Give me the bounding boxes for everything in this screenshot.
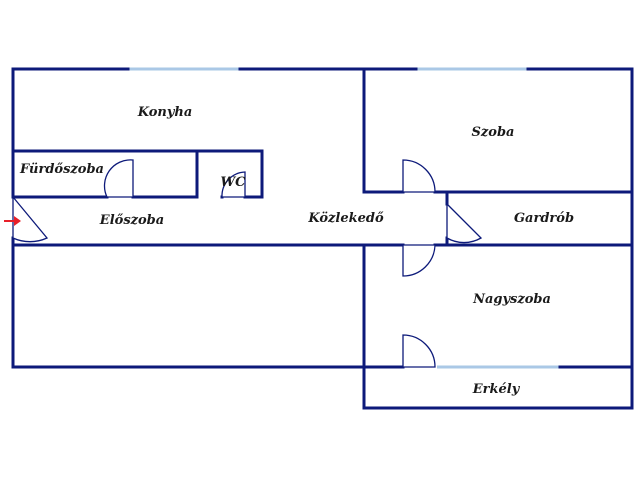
room-label-erkely: Erkély	[472, 382, 521, 397]
room-label-wc: WC	[221, 175, 247, 190]
room-labels: Konyha Fürdőszoba WC Előszoba Közlekedő …	[19, 105, 574, 397]
walls	[11, 67, 634, 410]
entry-door	[12, 195, 49, 243]
room-label-gardrob: Gardrób	[514, 211, 574, 226]
szoba-door	[402, 159, 436, 193]
room-label-furdoszoba: Fürdőszoba	[19, 162, 104, 177]
arrow-right-icon	[4, 216, 21, 226]
room-label-konyha: Konyha	[137, 105, 193, 120]
windows	[128, 67, 560, 369]
wc-door	[221, 171, 246, 198]
room-label-kozlekedo: Közlekedő	[307, 211, 384, 226]
room-label-szoba: Szoba	[472, 125, 515, 140]
doors	[12, 159, 483, 368]
room-label-eloszoba: Előszoba	[99, 213, 164, 228]
gardrob-door	[446, 202, 483, 244]
bathroom-door	[103, 159, 134, 198]
nagyszoba-door	[402, 334, 436, 368]
corridor-door	[402, 244, 436, 277]
room-label-nagyszoba: Nagyszoba	[472, 292, 551, 307]
